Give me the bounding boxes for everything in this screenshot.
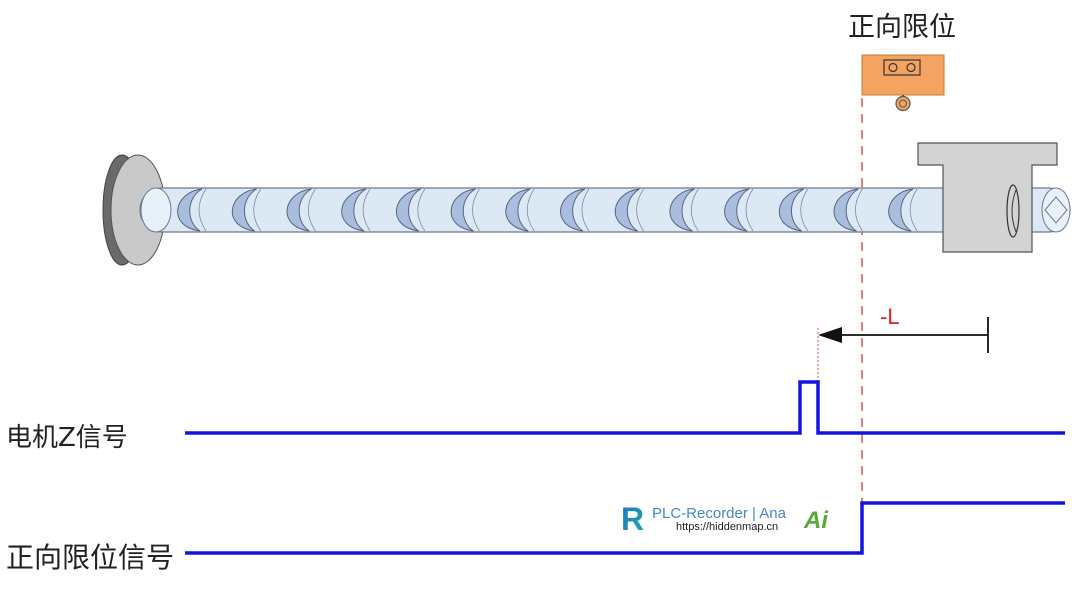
nut-ball-return (1006, 184, 1020, 238)
screw-thread (778, 188, 804, 232)
watermark-brand: PLC-Recorder | Ana (652, 505, 787, 522)
screw-thread-edge (745, 188, 754, 232)
shaft-end-mark (1044, 196, 1068, 224)
watermark-url: https://hiddenmap.cn (676, 521, 778, 533)
screw-shaft (139, 187, 1071, 233)
screw-thread-edge (417, 188, 426, 232)
screw-thread-edge (362, 188, 371, 232)
screw-thread (286, 188, 312, 232)
screw-thread-edge (690, 188, 699, 232)
screw-thread-edge (800, 188, 809, 232)
shaft-right-cap (1041, 187, 1071, 233)
screw-thread-edge (198, 188, 207, 232)
distance-arrow-head (818, 327, 842, 343)
distance-arrow (818, 317, 989, 353)
screw-thread (505, 188, 531, 232)
limit-signal-trace (185, 501, 1065, 555)
limit-switch-icon (861, 54, 945, 112)
screw-thread (341, 188, 367, 232)
nut-ball-return-inner (1011, 189, 1017, 233)
limit-switch-title: 正向限位 (848, 12, 956, 43)
screw-nut-icon (917, 142, 1058, 253)
screw-thread (450, 188, 476, 232)
screw-threads (177, 188, 973, 232)
motor-z-signal-label: 电机Z信号 (6, 423, 128, 453)
watermark: R PLC-Recorder | Ana https://hiddenmap.c… (621, 501, 829, 537)
motor-z-signal-trace (185, 380, 1065, 435)
screw-thread-edge (308, 188, 316, 232)
limit-switch-terminal (883, 59, 921, 76)
distance-label: -L (880, 304, 900, 329)
screw-thread (560, 188, 586, 232)
terminal-screw-right (906, 62, 916, 73)
screw-thread-edge (472, 188, 480, 232)
shaft-left-cap (140, 187, 172, 233)
screw-thread-edge (253, 188, 262, 232)
ball-screw-icon (102, 154, 1071, 266)
watermark-logo-r: R (621, 501, 644, 537)
screw-thread-edge (581, 188, 590, 232)
screw-thread (669, 188, 695, 232)
terminal-screw-left (888, 62, 898, 73)
screw-thread-edge (909, 188, 918, 232)
screw-thread-edge (855, 188, 863, 232)
limit-switch-roller (895, 95, 911, 112)
screw-thread (833, 188, 859, 232)
screw-thread-edge (636, 188, 644, 232)
nut-body (917, 142, 1058, 253)
screw-thread (396, 188, 422, 232)
watermark-ai-logo: Ai (803, 507, 829, 534)
roller-hub (899, 99, 907, 108)
limit-signal-label: 正向限位信号 (6, 541, 174, 574)
screw-thread (231, 188, 257, 232)
screw-thread (724, 188, 750, 232)
screw-thread-edge (526, 188, 535, 232)
screw-thread (614, 188, 640, 232)
screw-thread (888, 188, 914, 232)
screw-thread (177, 188, 203, 232)
